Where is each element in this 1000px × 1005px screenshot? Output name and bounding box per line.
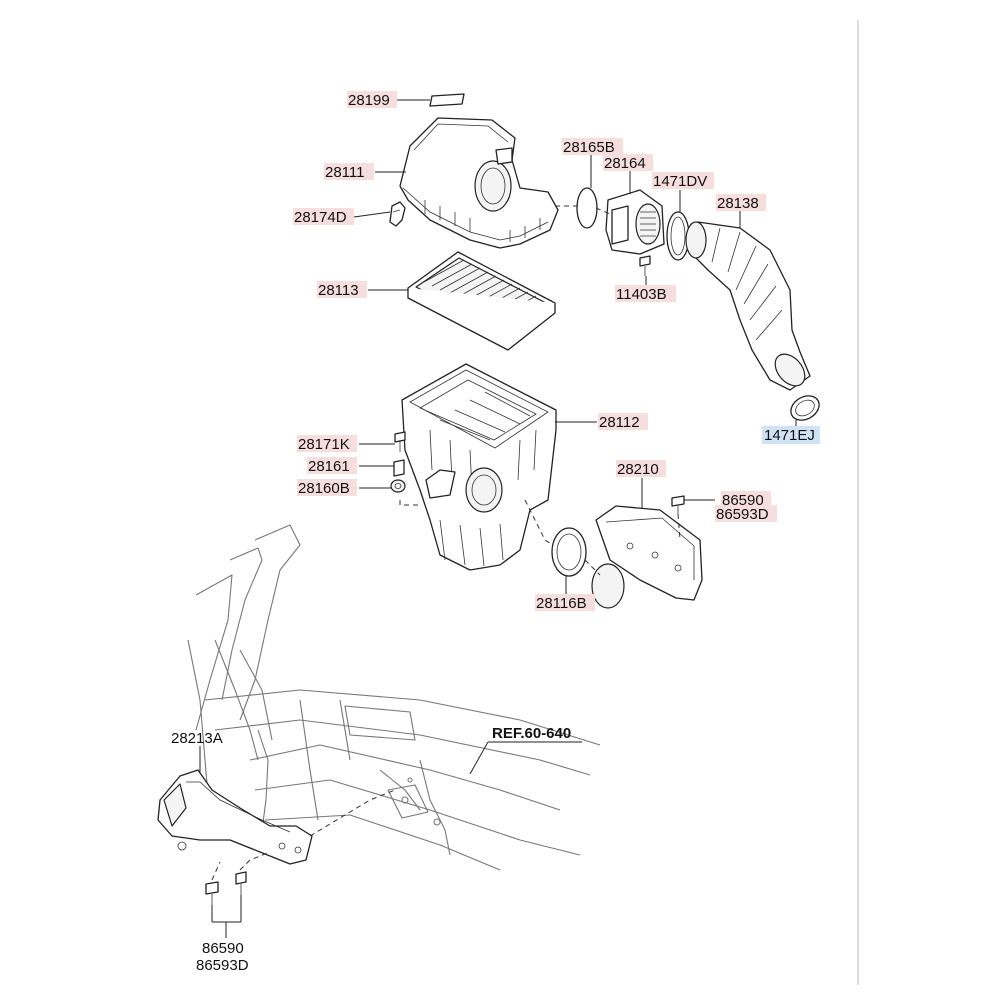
part-28199-sticker[interactable] <box>429 93 465 107</box>
label-28199[interactable]: 28199 <box>348 92 390 109</box>
part-28165B-ring[interactable] <box>576 187 598 229</box>
part-1471DV-clamp[interactable] <box>666 211 690 261</box>
label-86593D-top[interactable]: 86593D <box>716 506 769 523</box>
label-86590-bottom[interactable]: 86590 <box>202 940 244 957</box>
label-1471EJ[interactable]: 1471EJ <box>764 427 815 444</box>
label-28213A[interactable]: 28213A <box>171 730 223 747</box>
label-28160B[interactable]: 28160B <box>298 480 350 497</box>
label-28113[interactable]: 28113 <box>318 282 359 299</box>
label-28161[interactable]: 28161 <box>308 458 350 475</box>
leader-lines <box>199 99 797 938</box>
part-28210-duct[interactable] <box>591 505 703 609</box>
label-1471DV[interactable]: 1471DV <box>653 173 707 190</box>
label-28171K[interactable]: 28171K <box>298 436 350 453</box>
label-28164[interactable]: 28164 <box>604 155 646 172</box>
part-28138-hose[interactable] <box>685 221 811 392</box>
part-28164-sensor[interactable] <box>605 189 665 255</box>
part-28111-cover[interactable] <box>399 117 559 249</box>
vehicle-frame-drawing <box>187 524 601 871</box>
label-28138[interactable]: 28138 <box>717 195 759 212</box>
label-28111[interactable]: 28111 <box>325 164 365 181</box>
label-ref[interactable]: REF.60-640 <box>492 725 571 742</box>
part-1471EJ-clamp[interactable] <box>787 391 824 425</box>
part-28113-filter[interactable] <box>407 251 556 351</box>
label-11403B[interactable]: 11403B <box>616 286 667 303</box>
part-28174D-clip[interactable] <box>389 201 406 227</box>
assembly-dash-lines <box>211 205 681 881</box>
part-86590-top-bolt[interactable] <box>671 495 685 514</box>
part-labels: 28199 28111 28174D 28113 28165B 28164 14… <box>171 91 820 974</box>
label-28174D[interactable]: 28174D <box>294 209 347 226</box>
part-28171K-bolt[interactable] <box>394 431 406 452</box>
label-28210[interactable]: 28210 <box>617 461 659 478</box>
label-28116B[interactable]: 28116B <box>536 595 587 612</box>
part-11403B-screw[interactable] <box>639 255 651 276</box>
label-28112[interactable]: 28112 <box>599 414 640 431</box>
label-86590-top[interactable]: 86590 <box>722 492 764 509</box>
part-28160B-mount[interactable] <box>390 479 406 493</box>
label-28165B[interactable]: 28165B <box>563 139 615 156</box>
part-28161-grommet[interactable] <box>393 459 405 477</box>
part-28116B-seal[interactable] <box>551 527 587 577</box>
label-86593D-bottom[interactable]: 86593D <box>196 957 249 974</box>
part-28213A-bracket[interactable] <box>157 769 313 865</box>
part-86590-bottom-bolts[interactable] <box>205 871 247 905</box>
part-28112-body[interactable] <box>401 363 557 571</box>
